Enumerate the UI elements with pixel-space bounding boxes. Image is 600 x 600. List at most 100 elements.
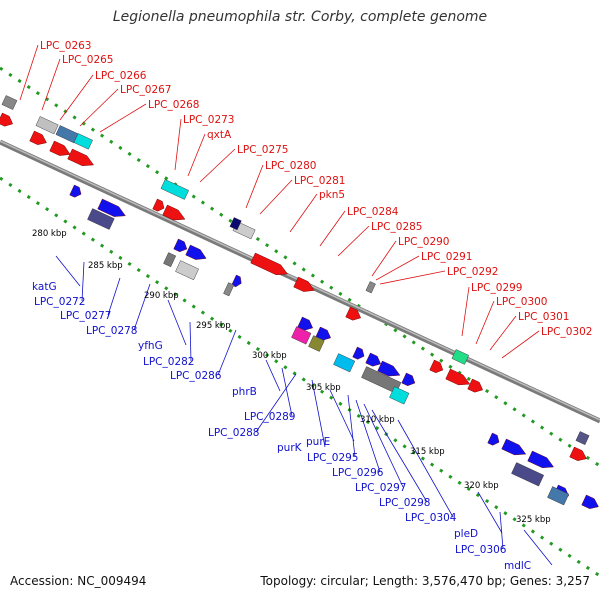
misc-feature-box	[389, 386, 410, 405]
forward-gene-arrow	[162, 204, 186, 221]
scale-tick-label: 325 kbp	[516, 515, 551, 525]
forward-gene-label: LPC_0268	[148, 99, 200, 111]
reverse-gene-label: katG	[32, 281, 57, 293]
reverse-gene-label: pleD	[454, 528, 478, 540]
reverse-leader-line	[81, 261, 85, 302]
forward-gene-arrow	[49, 140, 71, 156]
misc-feature-box	[73, 133, 93, 150]
reverse-leader-line	[523, 529, 553, 566]
scale-tick-label: 290 kbp	[144, 291, 179, 301]
forward-gene-label: LPC_0292	[447, 266, 499, 278]
genome-summary-text: Topology: circular; Length: 3,576,470 bp…	[260, 574, 590, 588]
reverse-leader-line	[255, 373, 297, 433]
misc-feature-box	[511, 462, 545, 487]
reverse-leader-line	[189, 321, 192, 362]
reverse-gene-label: LPC_0278	[86, 325, 138, 337]
reverse-leader-line	[107, 277, 121, 316]
scale-tick-label: 320 kbp	[464, 481, 499, 491]
reverse-leader-line	[55, 255, 81, 287]
misc-feature-box	[547, 486, 570, 506]
reverse-gene-label: LPC_0272	[34, 296, 86, 308]
reverse-leader-line	[347, 394, 356, 458]
reverse-gene-arrow	[501, 438, 527, 456]
reverse-gene-label: phrB	[232, 386, 257, 398]
scale-tick-label: 295 kbp	[196, 321, 231, 331]
misc-feature-box	[223, 282, 235, 297]
reverse-gene-arrow	[365, 352, 381, 367]
forward-gene-label: LPC_0273	[183, 114, 235, 126]
forward-leader-line	[337, 225, 370, 257]
forward-gene-label: LPC_0265	[62, 54, 114, 66]
forward-leader-line	[187, 133, 206, 177]
forward-leader-line	[174, 118, 182, 171]
forward-leader-line	[319, 210, 346, 247]
misc-feature-box	[163, 252, 177, 268]
reverse-gene-arrow	[401, 372, 416, 386]
reverse-gene-label: LPC_0295	[307, 452, 359, 464]
reverse-leader-line	[397, 419, 454, 518]
forward-leader-line	[199, 148, 236, 183]
misc-feature-box	[175, 260, 199, 281]
misc-feature-box	[87, 208, 115, 230]
misc-feature-box	[229, 217, 242, 231]
reverse-leader-line	[363, 403, 404, 488]
reverse-leader-line	[265, 359, 281, 392]
reverse-leader-line	[217, 329, 237, 376]
forward-leader-line	[59, 74, 94, 121]
reverse-gene-arrow	[377, 360, 401, 377]
forward-gene-label: LPC_0285	[371, 221, 423, 233]
reverse-leader-line	[477, 491, 503, 534]
forward-gene-label: LPC_0281	[294, 175, 346, 187]
reverse-leader-line	[355, 399, 381, 473]
forward-leader-line	[41, 58, 61, 111]
forward-gene-arrow	[467, 378, 483, 393]
reverse-gene-label: yfhG	[138, 340, 163, 352]
reverse-gene-arrow	[527, 450, 554, 468]
forward-gene-arrow	[250, 252, 288, 276]
reverse-gene-label: LPC_0297	[355, 482, 407, 494]
forward-gene-label: LPC_0290	[398, 236, 450, 248]
reverse-gene-arrow	[581, 494, 599, 509]
forward-gene-arrow	[429, 359, 444, 373]
forward-leader-line	[99, 103, 147, 133]
misc-feature-box	[365, 281, 376, 294]
forward-gene-arrow	[569, 446, 587, 461]
forward-gene-label: LPC_0266	[95, 70, 147, 82]
misc-feature-box	[1, 95, 18, 110]
forward-gene-label: LPC_0280	[265, 160, 317, 172]
forward-gene-label: pkn5	[319, 189, 345, 201]
reverse-leader-line	[133, 283, 151, 331]
reverse-gene-arrow	[231, 274, 242, 288]
reverse-gene-arrow	[173, 238, 188, 252]
misc-feature-box	[291, 326, 312, 345]
misc-feature-box	[308, 335, 325, 352]
forward-leader-line	[371, 240, 397, 277]
forward-leader-line	[379, 270, 446, 285]
forward-gene-label: LPC_0302	[541, 326, 593, 338]
misc-feature-box	[35, 116, 59, 135]
reverse-leader-line	[371, 409, 428, 503]
forward-gene-arrow	[345, 306, 361, 321]
reverse-leader-line	[167, 299, 187, 346]
forward-leader-line	[501, 330, 540, 359]
forward-gene-label: LPC_0300	[496, 296, 548, 308]
misc-feature-box	[160, 179, 189, 200]
scale-tick-label: 310 kbp	[360, 415, 395, 425]
reverse-gene-label: purE	[306, 436, 330, 448]
scale-tick-label: 305 kbp	[306, 383, 341, 393]
reverse-leader-line	[311, 379, 326, 448]
reverse-gene-arrow	[185, 244, 207, 260]
misc-feature-box	[451, 349, 470, 365]
reverse-leader-line	[329, 389, 355, 442]
reverse-gene-arrow	[487, 432, 500, 446]
reverse-gene-label: LPC_0298	[379, 497, 431, 509]
reverse-gene-label: LPC_0282	[143, 356, 195, 368]
reverse-gene-arrow	[297, 316, 313, 331]
reverse-gene-arrow	[69, 184, 82, 198]
forward-leader-line	[475, 300, 495, 345]
forward-leader-line	[19, 44, 39, 101]
reverse-gene-label: mdlC	[504, 560, 531, 572]
accession-text: Accession: NC_009494	[10, 574, 147, 588]
reverse-gene-arrow	[315, 326, 331, 341]
